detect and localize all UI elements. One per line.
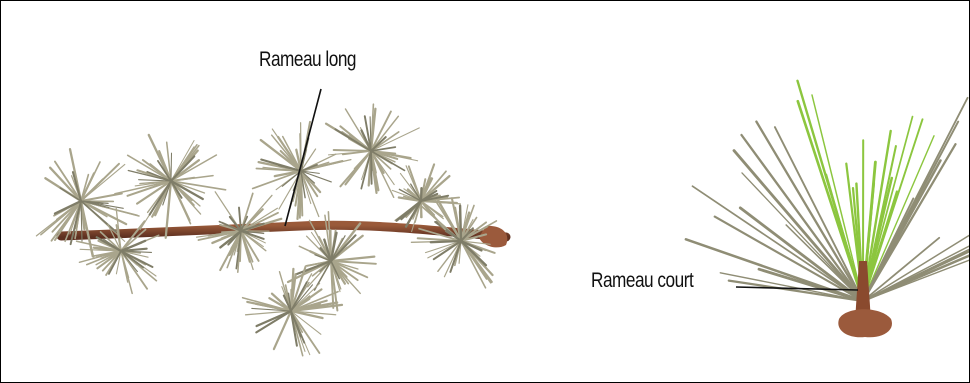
- pine-needle: [171, 153, 172, 181]
- pine-needle: [421, 201, 422, 217]
- short-branch-needles: [686, 81, 969, 301]
- pine-needle: [421, 188, 422, 201]
- pine-needle: [371, 151, 372, 184]
- pine-needle: [460, 206, 461, 241]
- pine-needle: [431, 241, 461, 242]
- long-branch: [36, 104, 507, 356]
- short-branch-label: Rameau court: [591, 269, 693, 293]
- pine-needle: [253, 171, 301, 189]
- short-branch: [686, 81, 969, 338]
- pine-needle: [742, 135, 864, 301]
- pine-needle: [729, 281, 863, 301]
- pine-needle: [334, 150, 371, 151]
- short-branch-base: [838, 309, 892, 337]
- long-branch-label: Rameau long: [259, 48, 356, 72]
